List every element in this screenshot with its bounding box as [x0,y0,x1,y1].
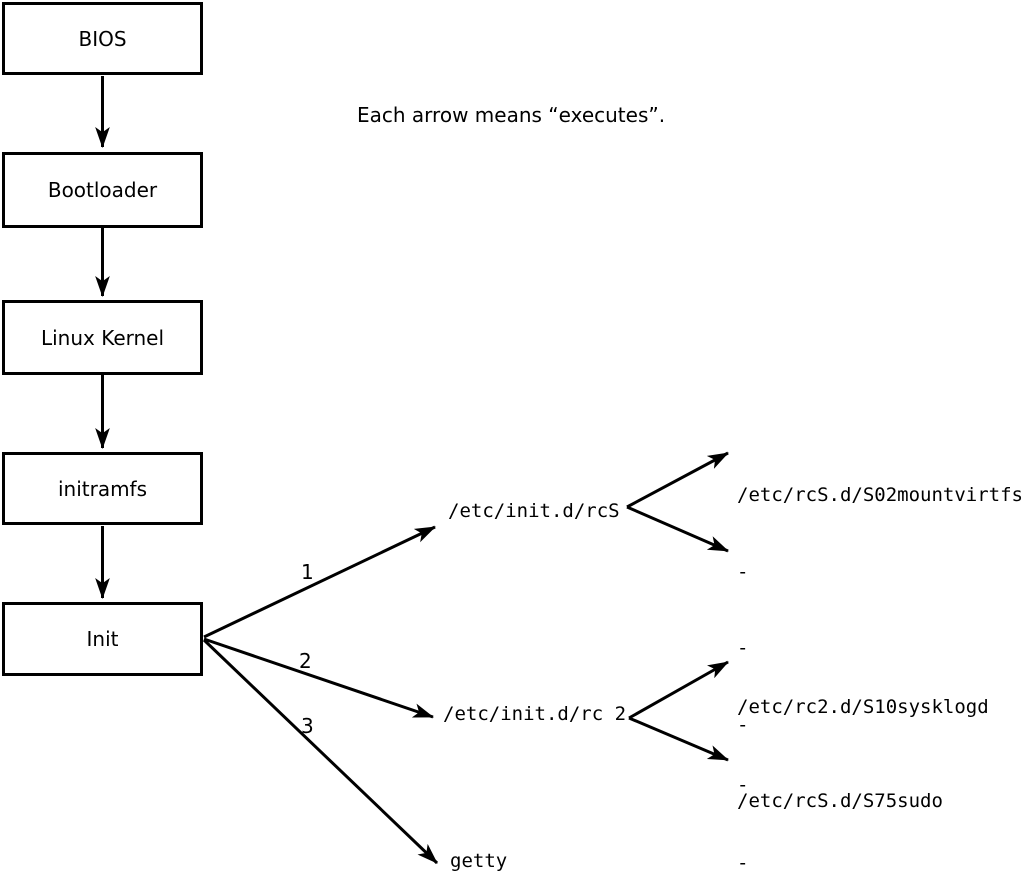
branch-number-1: 1 [301,560,314,584]
arrow-rc2-to-last [628,716,729,762]
arrow-init-to-rc2 [203,637,434,719]
branch-number-2: 2 [299,649,312,673]
node-bootloader-label: Bootloader [47,178,158,202]
node-init-label: Init [86,627,119,651]
node-initramfs-label: initramfs [57,476,148,501]
label-rcs-script: /etc/init.d/rcS [448,500,620,522]
label-rc2-script: /etc/init.d/rc 2 [443,703,627,725]
node-bios-label: BIOS [78,26,127,51]
node-initramfs: initramfs [2,452,203,525]
arrow-init-to-rcs [203,525,436,639]
arrow-init-to-getty [202,638,439,865]
rcs-child-item: /etc/rcS.d/S02mountvirtfs [737,484,1023,506]
rcs-child-item: - [737,713,749,736]
node-linux-kernel-label: Linux Kernel [40,325,165,350]
rcs-children-list: /etc/rcS.d/S02mountvirtfs - - - /etc/rcS… [737,432,1023,866]
arrow-rc2-to-first [628,660,729,720]
legend-note: Each arrow means “executes”. [357,103,666,127]
node-linux-kernel: Linux Kernel [2,300,203,375]
rc2-child-item: - [737,774,749,796]
rc2-children-list: /etc/rc2.d/S10sysklogd - - - /etc/rc2.d/… [737,642,989,875]
rcs-child-item: /etc/rcS.d/S75sudo [737,790,943,812]
arrow-rcs-to-first [626,451,729,509]
arrow-rcs-to-last [626,505,729,553]
label-getty: getty [450,850,508,872]
rcs-child-item: - [737,637,749,659]
rc2-child-item: /etc/rc2.d/S10sysklogd [737,696,989,718]
node-bios: BIOS [2,2,203,75]
rc2-child-item: - [737,852,749,874]
node-init: Init [2,602,203,676]
rcs-child-item: - [737,560,749,583]
node-bootloader: Bootloader [2,152,203,228]
branch-number-3: 3 [301,714,314,738]
